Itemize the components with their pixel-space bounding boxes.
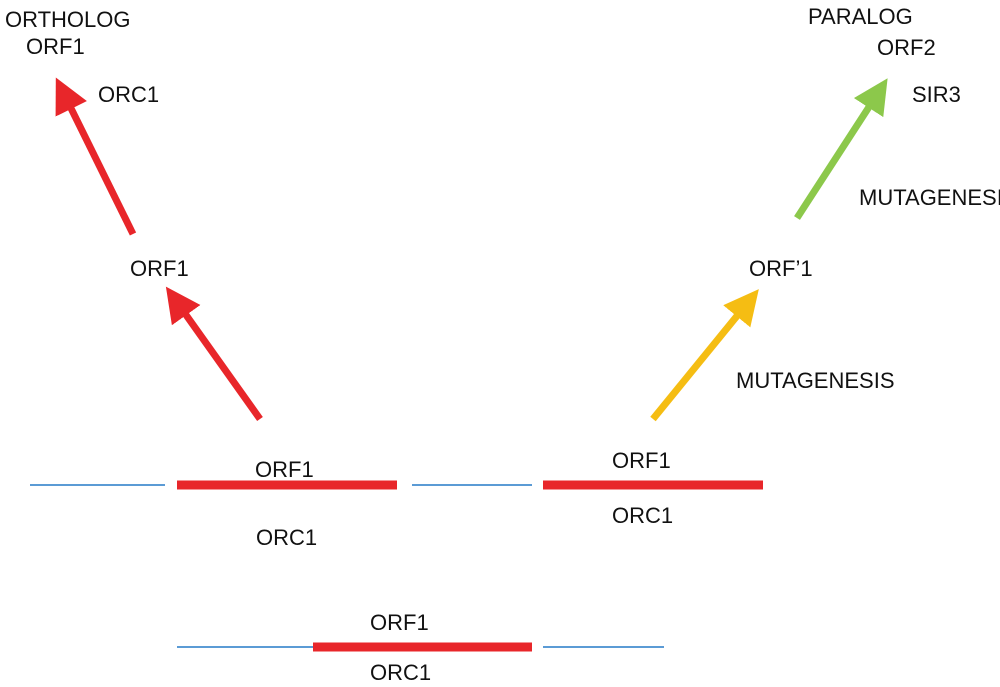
ortholog-arrow-lower bbox=[165, 286, 263, 422]
paralog-lower-process-label: MUTAGENESIS bbox=[736, 368, 895, 393]
paralog-middle-gene-label: ORF’1 bbox=[749, 256, 813, 281]
mutagenesis-arrow-lower bbox=[650, 289, 759, 422]
ortholog-heading: ORTHOLOG bbox=[5, 7, 131, 32]
ortholog-top-gene-label: ORF1 bbox=[26, 34, 85, 59]
paralog-upper-process-label: MUTAGENESIS bbox=[859, 185, 1000, 210]
ancestor-protein-label: ORC1 bbox=[370, 660, 431, 685]
paralog-bottom-gene-label: ORF1 bbox=[612, 448, 671, 473]
paralog-top-gene-label: ORF2 bbox=[877, 35, 936, 60]
ortholog-arrow-upper bbox=[55, 77, 137, 236]
ortholog-bottom-gene-label: ORF1 bbox=[255, 457, 314, 482]
paralog-top-protein-label: SIR3 bbox=[912, 82, 961, 107]
ortholog-middle-gene-label: ORF1 bbox=[130, 256, 189, 281]
paralog-heading: PARALOG bbox=[808, 4, 913, 29]
mutagenesis-arrow-upper bbox=[794, 78, 888, 220]
ortholog-top-protein-label: ORC1 bbox=[98, 82, 159, 107]
ortholog-bottom-protein-label: ORC1 bbox=[256, 525, 317, 550]
paralog-bottom-protein-label: ORC1 bbox=[612, 503, 673, 528]
ancestor-gene-label: ORF1 bbox=[370, 610, 429, 635]
